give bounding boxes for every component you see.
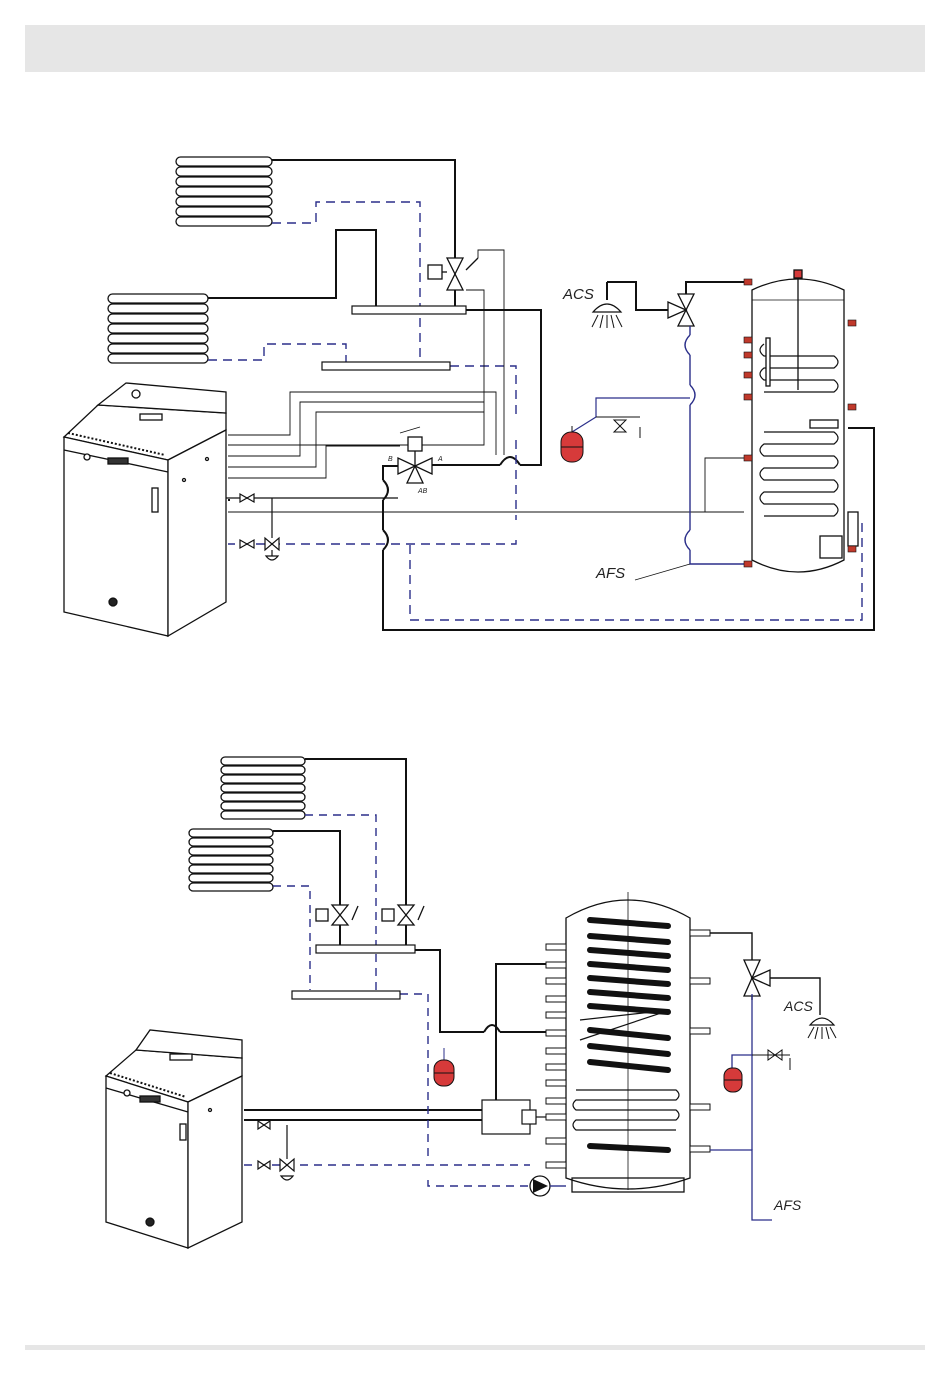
diagram-bottom: ACS AFS <box>106 757 836 1248</box>
boiler-fittings-bottom <box>258 1121 294 1180</box>
three-way-valve-top <box>398 437 432 483</box>
expansion-vessel-bottom-left <box>434 1048 454 1086</box>
boiler-fittings-top <box>226 494 398 560</box>
return-manifold-top <box>322 362 450 370</box>
mixing-valve-bottom <box>744 960 770 996</box>
cold-water-top <box>635 326 744 580</box>
acs-label-top: ACS <box>562 286 594 303</box>
diagram-top: B A AB <box>64 157 874 636</box>
expansion-vessel-top <box>561 398 690 462</box>
zone-valves-bottom <box>316 905 424 925</box>
supply-manifold-bottom <box>316 945 415 953</box>
valve-port-b: B <box>388 456 393 463</box>
dhw-tank-top <box>752 270 858 572</box>
valve-port-a: A <box>437 456 443 463</box>
expansion-vessel-bottom-right <box>724 1050 790 1092</box>
afs-label-top: AFS <box>595 565 625 582</box>
valve-port-ab: AB <box>417 488 428 495</box>
supply-manifold-top <box>352 306 466 314</box>
radiator-upper <box>176 157 272 226</box>
return-manifold-bottom <box>292 991 400 999</box>
boiler-bottom <box>106 1030 242 1248</box>
acs-label-bottom: ACS <box>783 998 813 1014</box>
radiator-lower <box>108 294 208 363</box>
control-wiring-top <box>228 250 744 512</box>
dhw-shower-top <box>592 282 668 328</box>
radiator-upper-bottom <box>221 757 305 819</box>
hydraulic-separator-bottom <box>482 1100 546 1134</box>
cold-water-bottom <box>710 994 772 1220</box>
radiator-lower-bottom <box>189 829 273 891</box>
dhw-outlet-top <box>686 282 744 294</box>
mixing-valve-top <box>668 294 694 326</box>
boiler-top <box>64 383 226 636</box>
afs-label-bottom: AFS <box>773 1197 802 1213</box>
dhw-shower-bottom <box>808 1018 836 1039</box>
zone-valve-top <box>428 258 478 290</box>
circulator-pump-bottom <box>530 1176 566 1196</box>
